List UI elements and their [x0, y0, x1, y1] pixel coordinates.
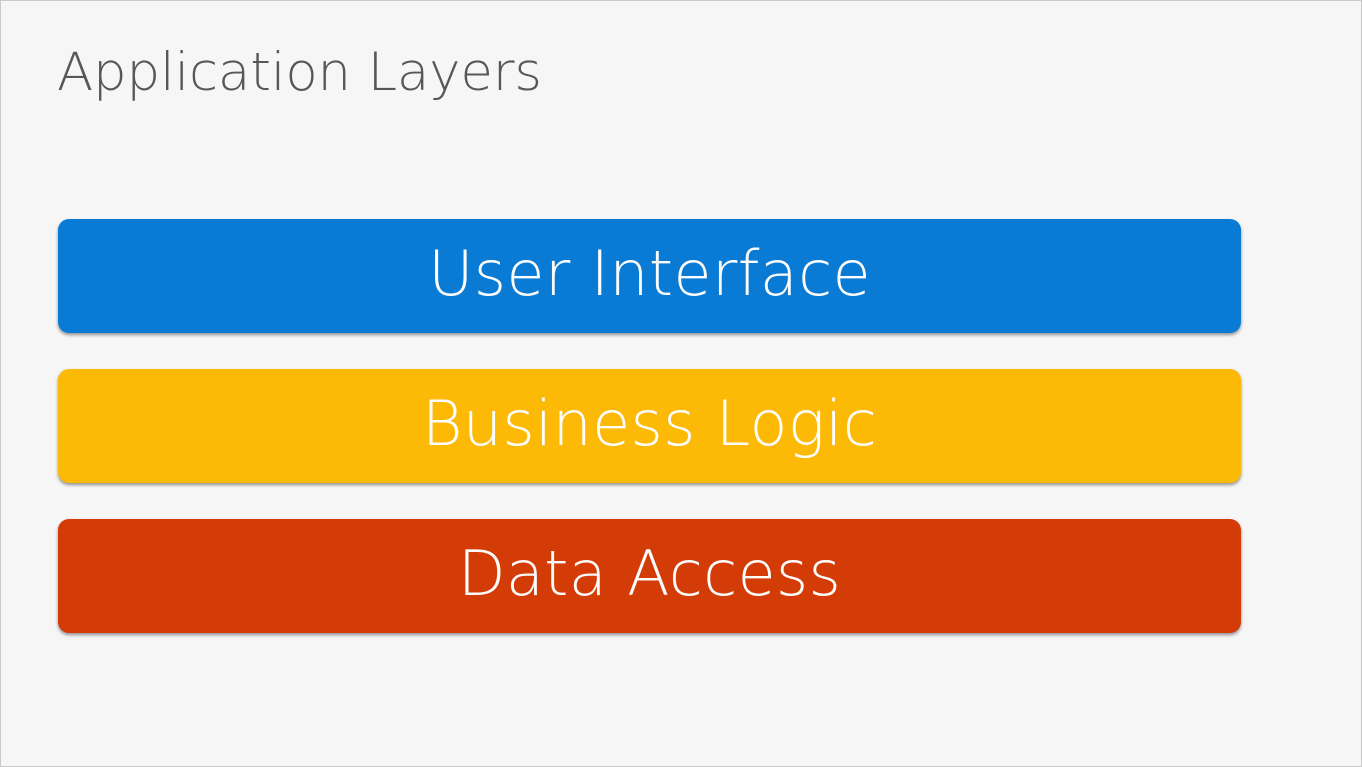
page-title: Application Layers — [57, 42, 542, 103]
application-layer-stack: User Interface Business Logic Data Acces… — [58, 219, 1241, 633]
layer-label-user-interface: User Interface — [428, 237, 871, 310]
layer-bar-data-access[interactable]: Data Access — [58, 519, 1241, 633]
layer-label-data-access: Data Access — [457, 537, 842, 610]
layer-label-business-logic: Business Logic — [421, 387, 878, 460]
layer-bar-user-interface[interactable]: User Interface — [58, 219, 1241, 333]
layer-bar-business-logic[interactable]: Business Logic — [58, 369, 1241, 483]
